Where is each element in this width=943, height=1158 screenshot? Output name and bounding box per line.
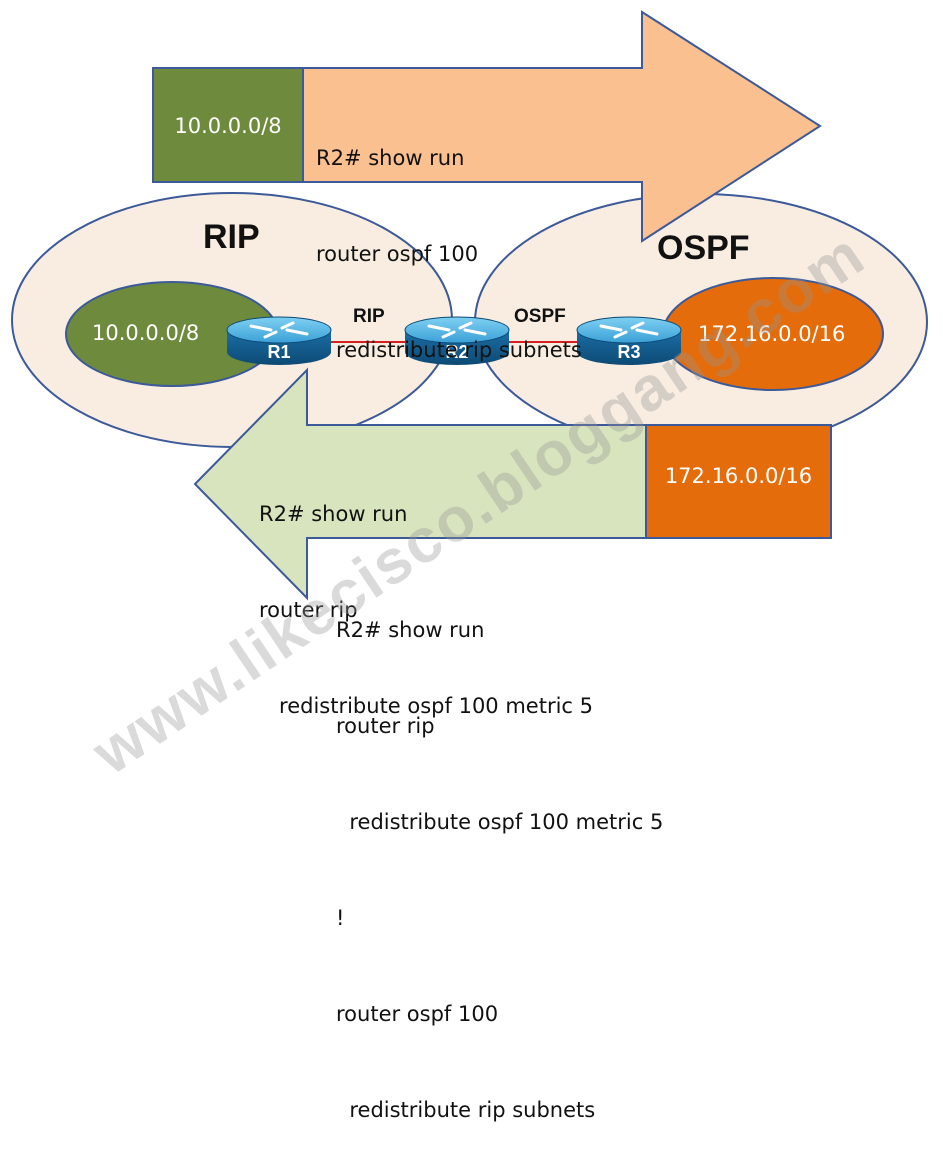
config-line: redistribute ospf 100 metric 5 [336,810,664,834]
rip-area-title: RIP [203,218,260,256]
config-line: ! [336,906,345,930]
link-label-ospf: OSPF [514,306,566,327]
router-arrows-icon [249,321,309,339]
router-r1-label: R1 [267,342,290,362]
config-line: router rip [336,714,435,738]
config-line: R2# show run [316,146,465,170]
ospf-network-label: 172.16.0.0/16 [698,322,846,346]
config-line: R2# show run [259,502,408,526]
router-r1[interactable]: R1 [226,316,332,365]
router-r2[interactable]: R2 [404,316,510,365]
network-diagram: R1 R2 R3 [11,10,928,601]
top-arrow-source-box [152,67,304,183]
link-label-rip: RIP [353,306,385,327]
config-line: router ospf 100 [336,1002,499,1026]
config-line: redistribute rip subnets [336,1098,596,1122]
router-r2-label: R2 [445,342,468,362]
top-arrow [302,10,822,243]
config-line: router ospf 100 [316,242,479,266]
bottom-arrow-config: R2# show run router rip redistribute osp… [259,434,593,754]
bottom-arrow-source-label: 172.16.0.0/16 [664,464,813,488]
router-arrows-icon [427,321,487,339]
top-arrow-config: R2# show run router ospf 100 redistribut… [316,78,582,398]
config-line: redistribute rip subnets [316,338,582,362]
ospf-area-title: OSPF [657,229,750,267]
top-arrow-source-label: 10.0.0.0/8 [174,114,282,138]
bottom-arrow-source-box [645,424,832,539]
router-r3-label: R3 [617,342,640,362]
router-arrows-icon [599,321,659,339]
config-line: router rip [259,598,358,622]
full-config: R2# show run router rip redistribute osp… [336,550,663,1158]
router-r3[interactable]: R3 [576,316,682,365]
rip-network-label: 10.0.0.0/8 [92,321,200,345]
bottom-arrow [193,367,647,601]
config-line: redistribute ospf 100 metric 5 [259,694,594,718]
config-line: R2# show run [336,618,485,642]
